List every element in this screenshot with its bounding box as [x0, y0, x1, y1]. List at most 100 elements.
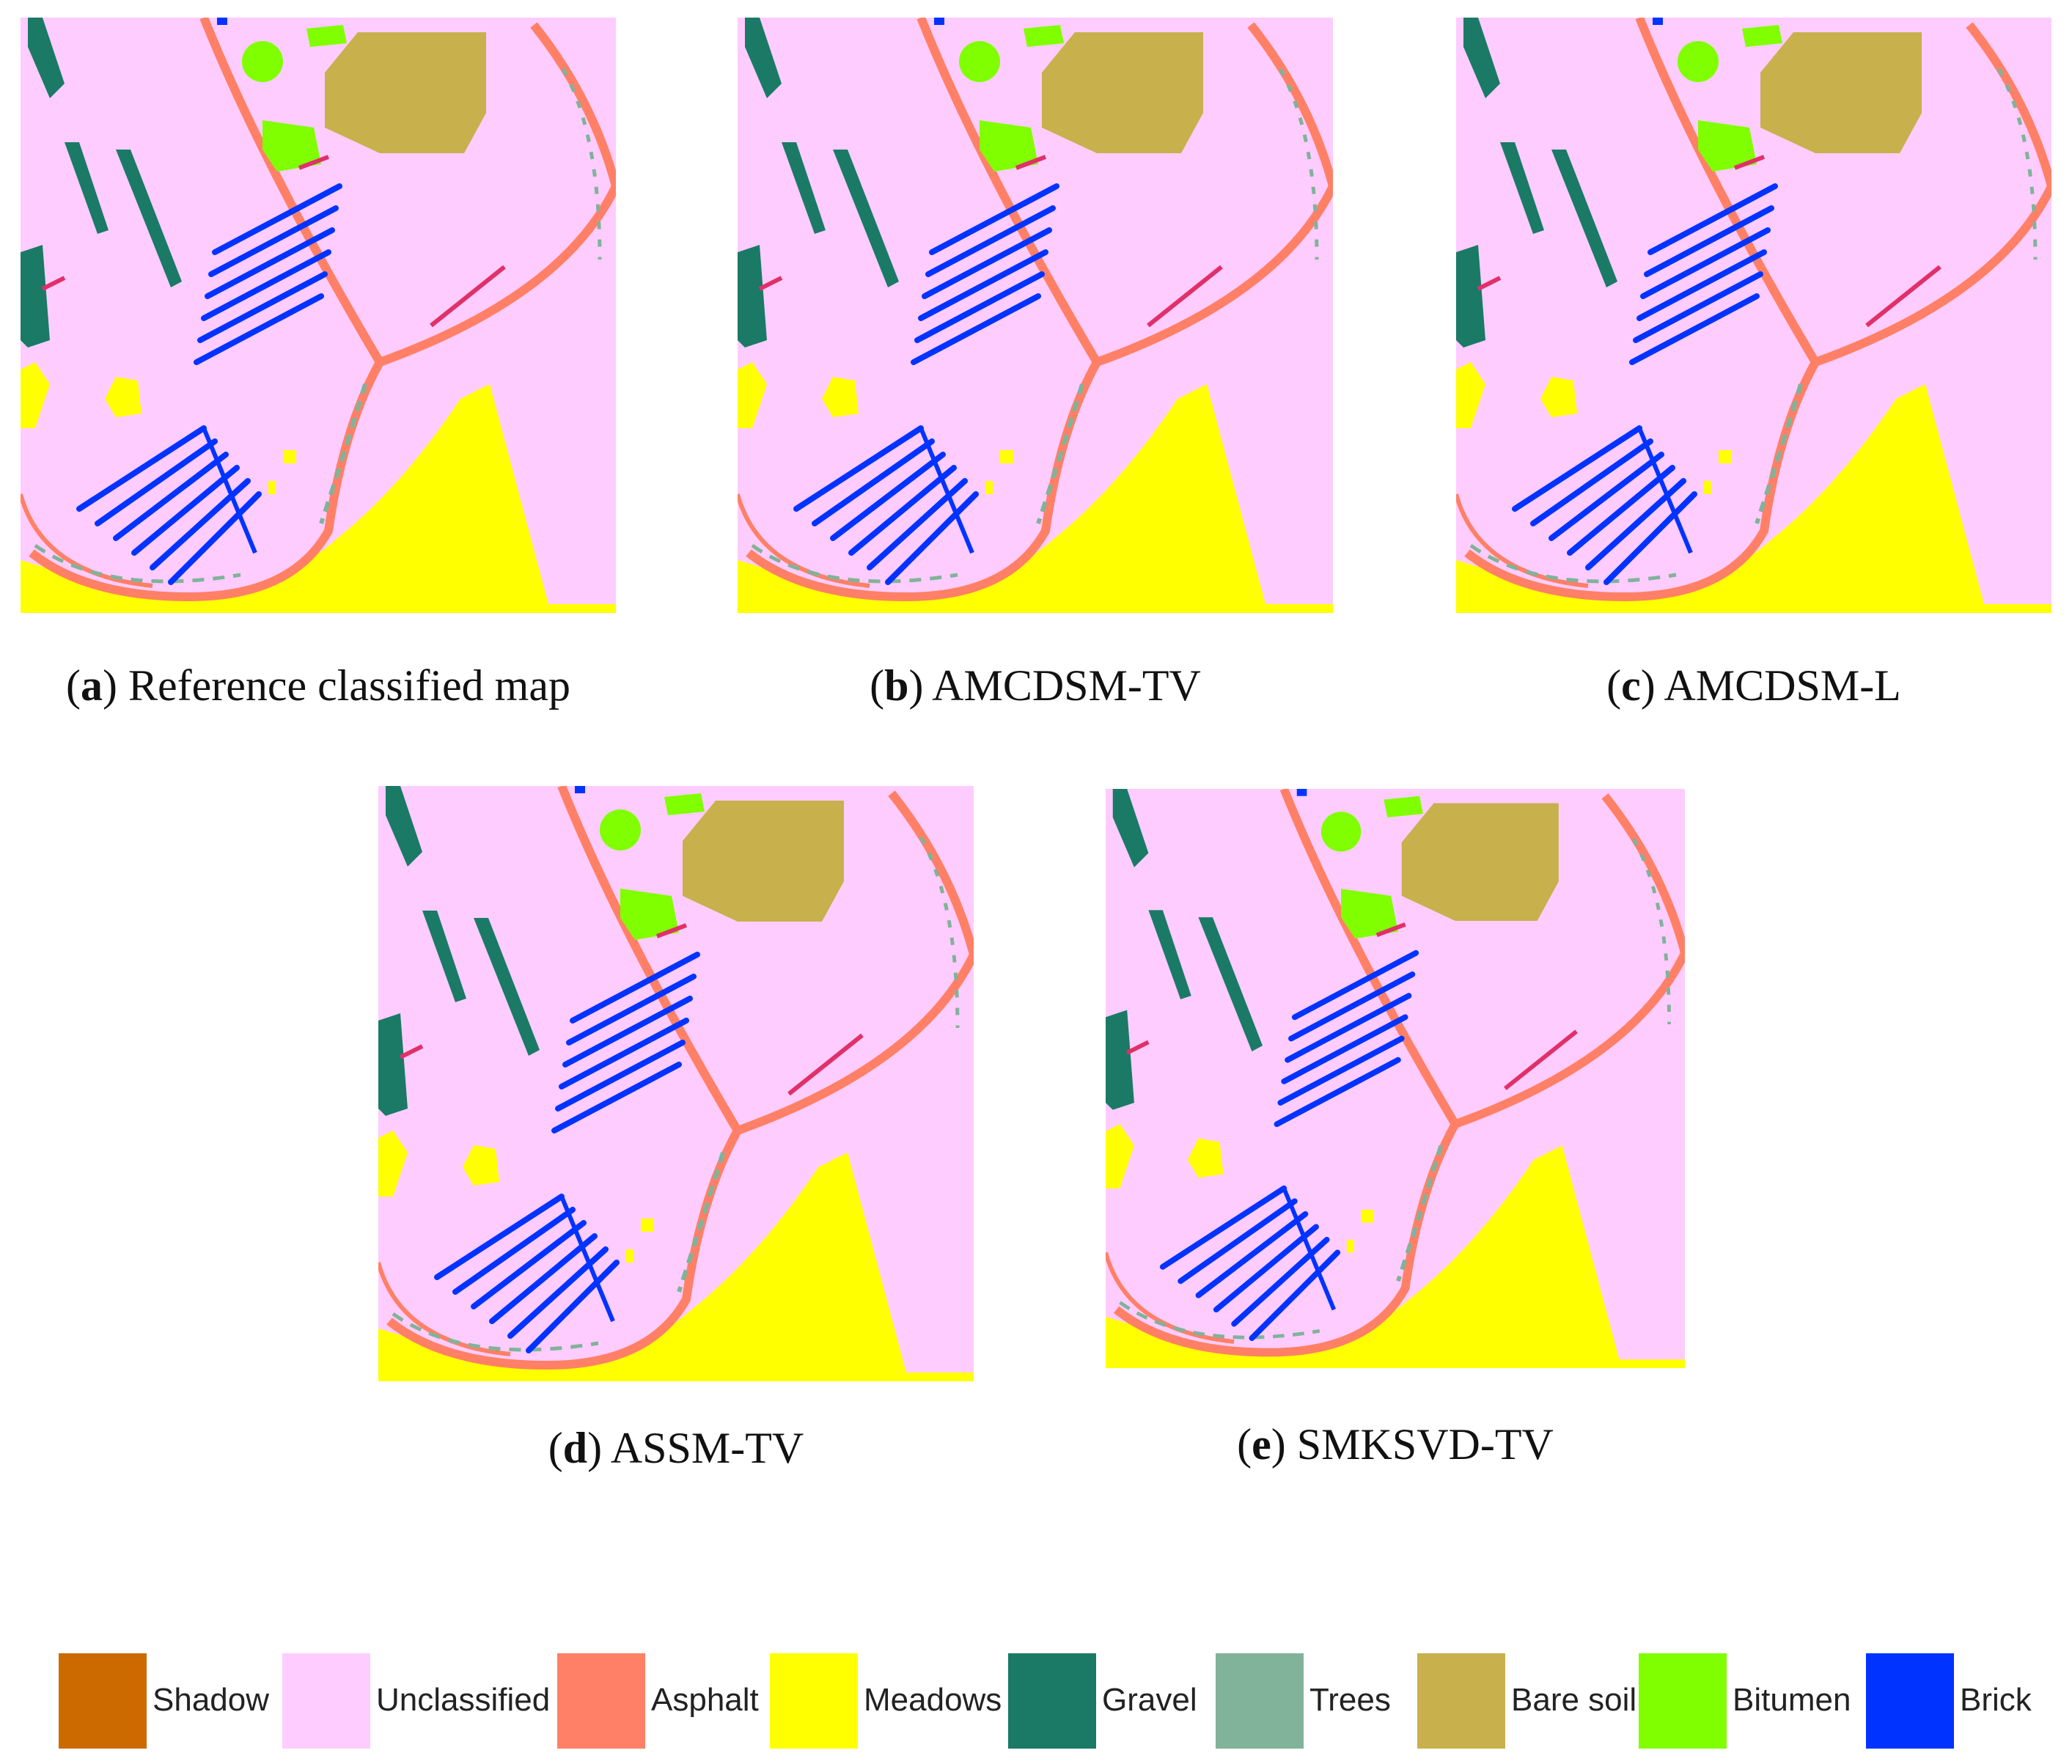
brick-strip [922, 227, 1052, 299]
classification-map-b [738, 18, 1333, 613]
gravel-region [738, 245, 767, 348]
bitumen-region [620, 889, 679, 940]
gravel-region [116, 150, 182, 287]
gravel-region [1456, 245, 1485, 348]
meadows-patch [463, 1145, 499, 1186]
asphalt-road [1106, 1252, 1235, 1344]
brick-strip [918, 249, 1048, 321]
gravel-region [1106, 1010, 1134, 1110]
gravel-region [65, 142, 109, 234]
meadows-patch [1187, 1138, 1224, 1178]
brick-strip [168, 491, 262, 585]
painted-metal-strip [787, 1033, 864, 1096]
trees-strip [561, 67, 602, 260]
legend-label-bare-soil: Bare soil [1511, 1682, 1637, 1718]
legend-swatch-meadows [770, 1653, 858, 1749]
brick-strip [1282, 1187, 1337, 1311]
brick-patch [575, 786, 585, 793]
brick-strip [489, 1233, 598, 1324]
brick-strip [1195, 1210, 1309, 1298]
brick-strip [1213, 1224, 1319, 1313]
painted-metal-strip [399, 1044, 424, 1059]
painted-metal-strip [1504, 1029, 1578, 1090]
painted-metal-strip [1375, 922, 1406, 938]
painted-metal-strip [758, 276, 783, 291]
caption-title-d: ASSM-TV [610, 1424, 804, 1472]
bare-soil-region [1401, 803, 1559, 921]
asphalt-road [1453, 793, 1685, 1128]
meadows-patch [626, 1249, 633, 1263]
bitumen-region [1320, 812, 1362, 852]
gravel-region [745, 18, 782, 98]
painted-metal-strip [430, 265, 506, 328]
trees-strip [1396, 1144, 1444, 1282]
brick-strip [197, 271, 328, 343]
map-panel-e [1106, 789, 1685, 1368]
brick-strip [1603, 491, 1697, 585]
brick-strip [1567, 465, 1675, 556]
brick-strip [1291, 949, 1419, 1021]
painted-metal-strip [1125, 1040, 1150, 1055]
asphalt-road [735, 790, 974, 1135]
brick-strip [434, 1194, 565, 1280]
trees-strip [1631, 837, 1672, 1025]
legend-swatch-shadow [59, 1653, 147, 1749]
brick-patch [1296, 789, 1307, 796]
brick-strip [526, 1260, 620, 1353]
brick-strip [551, 1062, 682, 1133]
meadows-patch [822, 377, 859, 417]
brick-strip [793, 425, 924, 512]
trees-strip [1755, 383, 1803, 524]
bitumen-region [980, 120, 1038, 172]
brick-strip [555, 1040, 686, 1111]
brick-strip [76, 425, 207, 512]
brick-strip [205, 227, 335, 299]
brick-strip [830, 452, 946, 541]
brick-strip [566, 974, 697, 1045]
brick-strip [1512, 425, 1642, 512]
meadows-patch [1719, 450, 1732, 463]
caption-b: (b) AMCDSM-TV [870, 661, 1201, 710]
caption-c: (c) AMCDSM-L [1606, 661, 1901, 710]
caption-title-a: Reference classified map [128, 661, 570, 710]
asphalt-road [916, 18, 1101, 365]
map-panel-c [1456, 18, 2051, 613]
brick-strip [1647, 183, 1778, 255]
brick-patch [217, 18, 227, 25]
meadows-patch [21, 362, 50, 428]
painted-metal-strip [298, 155, 330, 170]
caption-title-b: AMCDSM-TV [932, 661, 1201, 710]
meadows-region [21, 384, 616, 613]
bitumen-region [600, 809, 641, 850]
legend-swatch-unclassified [282, 1653, 370, 1749]
legend-swatch-bitumen [1639, 1653, 1727, 1749]
bitumen-region [262, 120, 321, 172]
meadows-region [378, 1153, 974, 1381]
gravel-region [833, 150, 899, 287]
brick-strip [848, 465, 957, 556]
legend-label-trees: Trees [1309, 1682, 1391, 1718]
trees-strip [677, 1152, 725, 1293]
meadows-patch [1456, 362, 1485, 428]
gravel-region [1198, 917, 1263, 1052]
brick-patch [1653, 18, 1663, 25]
brick-strip [1644, 205, 1774, 277]
painted-metal-strip [1865, 265, 1941, 328]
meadows-patch [1106, 1124, 1134, 1188]
brick-strip [919, 427, 974, 554]
trees-strip [1119, 1301, 1320, 1339]
classification-map-c [1456, 18, 2051, 613]
brick-strip [1159, 1185, 1287, 1270]
brick-strip [812, 438, 935, 526]
brick-patch [934, 18, 944, 25]
brick-strip [929, 183, 1059, 255]
caption-letter-e: e [1252, 1420, 1271, 1469]
gravel-region [1148, 910, 1191, 1000]
bitumen-region [1384, 795, 1423, 817]
brick-strip [471, 1220, 587, 1309]
asphalt-road [378, 22, 616, 367]
trees-strip [1278, 67, 1319, 260]
asphalt-road [1813, 22, 2051, 367]
legend-label-bitumen: Bitumen [1733, 1682, 1851, 1718]
brick-strip [1249, 1249, 1341, 1342]
